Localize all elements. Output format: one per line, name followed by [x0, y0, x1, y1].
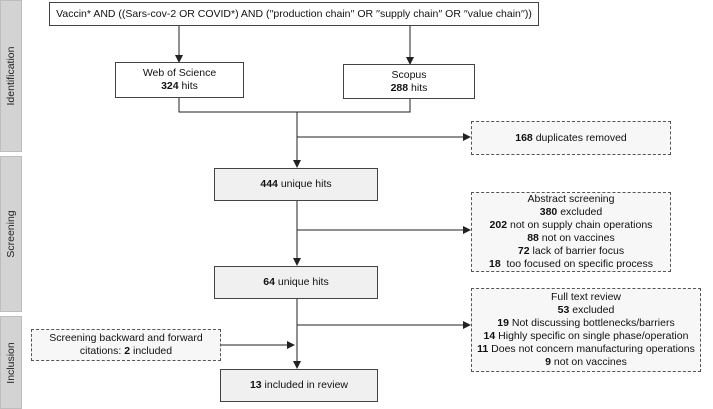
fulltext-line: 19 Not discussing bottlenecks/barriers — [497, 317, 675, 329]
final-count: 13 — [249, 379, 262, 391]
fulltext-title: Full text review — [550, 291, 622, 303]
duplicates-removed-box: 168 duplicates removed — [471, 121, 671, 155]
backward-line2-post: included — [130, 345, 173, 357]
line-scopus-down — [297, 99, 411, 113]
fulltext-line: 14 Highly specific on single phase/opera… — [483, 330, 689, 342]
unique1-count: 444 — [260, 178, 278, 190]
abstract-title: Abstract screening — [527, 193, 615, 205]
unique2-text: unique hits — [274, 276, 329, 288]
backward-line2-pre: citations: — [79, 345, 125, 357]
abstract-screening-box: Abstract screening 380 excluded 202 not … — [471, 192, 671, 272]
duplicates-text: duplicates removed — [532, 131, 627, 144]
full-text-review-box: Full text review 53 excluded 19 Not disc… — [471, 288, 701, 372]
fulltext-line: 9 not on vaccines — [545, 356, 627, 368]
fulltext-line: 11 Does not concern manufacturing operat… — [477, 343, 695, 355]
unique-hits-box-1: 444 unique hits — [214, 168, 378, 201]
included-in-review-box: 13 included in review — [220, 369, 378, 402]
phase-bar-screening: Screening — [0, 156, 22, 312]
abstract-line: 18 too focused on specific process — [488, 258, 654, 270]
abstract-line: 202 not on supply chain operations — [489, 219, 653, 231]
phase-bar-identification: Identification — [0, 0, 22, 152]
scopus-name: Scopus — [391, 68, 427, 81]
wos-name: Web of Science — [142, 67, 217, 79]
scopus-box: Scopus 288 hits — [343, 64, 475, 99]
search-query-box: Vaccin* AND ((Sars-cov-2 OR COVID*) AND … — [49, 2, 539, 26]
unique-hits-box-2: 64 unique hits — [214, 266, 378, 299]
search-query-text: Vaccin* AND ((Sars-cov-2 OR COVID*) AND … — [56, 7, 532, 20]
abstract-line: 380 excluded — [539, 206, 603, 218]
citation-screening-box: Screening backward and forward citations… — [31, 329, 221, 361]
backward-line1: Screening backward and forward — [49, 332, 203, 344]
backward-count: 2 — [124, 345, 131, 357]
final-text: included in review — [261, 379, 349, 391]
scopus-count: 288 — [390, 81, 409, 94]
abstract-line: 88 not on vaccines — [527, 232, 615, 244]
web-of-science-box: Web of Science 324 hits — [115, 62, 244, 98]
line-wos-down — [178, 98, 297, 113]
scopus-unit: hits — [408, 81, 428, 94]
wos-unit: hits — [178, 80, 198, 92]
duplicates-count: 168 — [515, 131, 533, 144]
wos-count: 324 — [161, 80, 179, 92]
abstract-line: 72 lack of barrier focus — [517, 245, 625, 257]
unique1-text: unique hits — [277, 178, 332, 190]
fulltext-line: 53 excluded — [557, 304, 615, 316]
unique2-count: 64 — [263, 276, 275, 288]
